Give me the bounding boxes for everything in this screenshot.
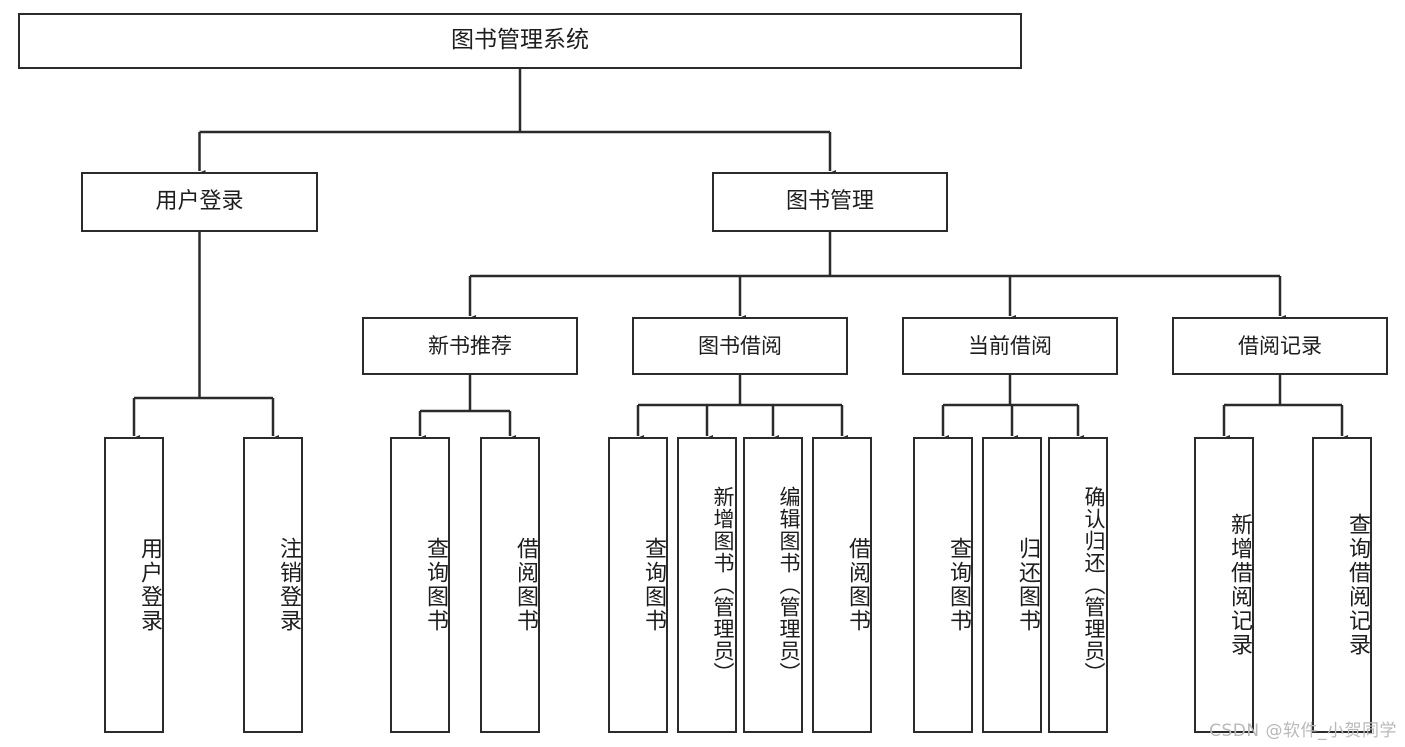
node-label: 查询图书 (946, 537, 971, 633)
node-label: 新书推荐 (428, 333, 512, 358)
node-label: 图书借阅 (698, 333, 782, 358)
node-label: 图书管理 (785, 189, 874, 215)
node-user-login[interactable]: 用户登录 (81, 172, 318, 232)
node-leaf-logout[interactable]: 注销登录 (243, 437, 303, 733)
node-borrow-record[interactable]: 借阅记录 (1172, 317, 1388, 375)
node-label: 确认归还（管理员） (1082, 486, 1106, 684)
node-label: 当前借阅 (968, 333, 1052, 358)
node-label: 查询图书 (641, 537, 666, 633)
node-label: 编辑图书（管理员） (777, 486, 801, 684)
node-leaf-add-record[interactable]: 新增借阅记录 (1194, 437, 1254, 733)
node-label: 注销登录 (276, 537, 301, 633)
node-label: 借阅图书 (845, 537, 870, 633)
node-leaf-return-book[interactable]: 归还图书 (982, 437, 1042, 733)
node-leaf-confirm-return[interactable]: 确认归还（管理员） (1048, 437, 1108, 733)
node-leaf-query-book[interactable]: 查询图书 (608, 437, 668, 733)
node-label: 用户登录 (137, 537, 162, 633)
node-leaf-user-login[interactable]: 用户登录 (104, 437, 164, 733)
node-leaf-edit-book[interactable]: 编辑图书（管理员） (743, 437, 803, 733)
node-label: 归还图书 (1015, 537, 1040, 633)
node-label: 用户登录 (155, 189, 244, 215)
node-book-borrow[interactable]: 图书借阅 (632, 317, 848, 375)
node-leaf-borrow-book-rec[interactable]: 借阅图书 (480, 437, 540, 733)
node-current-borrow[interactable]: 当前借阅 (902, 317, 1118, 375)
node-leaf-query-record[interactable]: 查询借阅记录 (1312, 437, 1372, 733)
node-new-book-rec[interactable]: 新书推荐 (362, 317, 578, 375)
node-book-manage[interactable]: 图书管理 (712, 172, 948, 232)
node-label: 查询图书 (423, 537, 448, 633)
node-leaf-add-book[interactable]: 新增图书（管理员） (677, 437, 737, 733)
node-label: 新增图书（管理员） (711, 486, 735, 684)
node-leaf-query-book-cur[interactable]: 查询图书 (913, 437, 973, 733)
node-label: 借阅图书 (513, 537, 538, 633)
node-root[interactable]: 图书管理系统 (18, 13, 1022, 69)
node-label: 查询借阅记录 (1345, 513, 1370, 657)
watermark-label: CSDN @软件_小贺同学 (1209, 721, 1397, 741)
node-label: 图书管理系统 (451, 27, 589, 54)
node-leaf-borrow-book[interactable]: 借阅图书 (812, 437, 872, 733)
node-label: 借阅记录 (1238, 333, 1322, 358)
node-leaf-query-book-rec[interactable]: 查询图书 (390, 437, 450, 733)
node-label: 新增借阅记录 (1227, 513, 1252, 657)
